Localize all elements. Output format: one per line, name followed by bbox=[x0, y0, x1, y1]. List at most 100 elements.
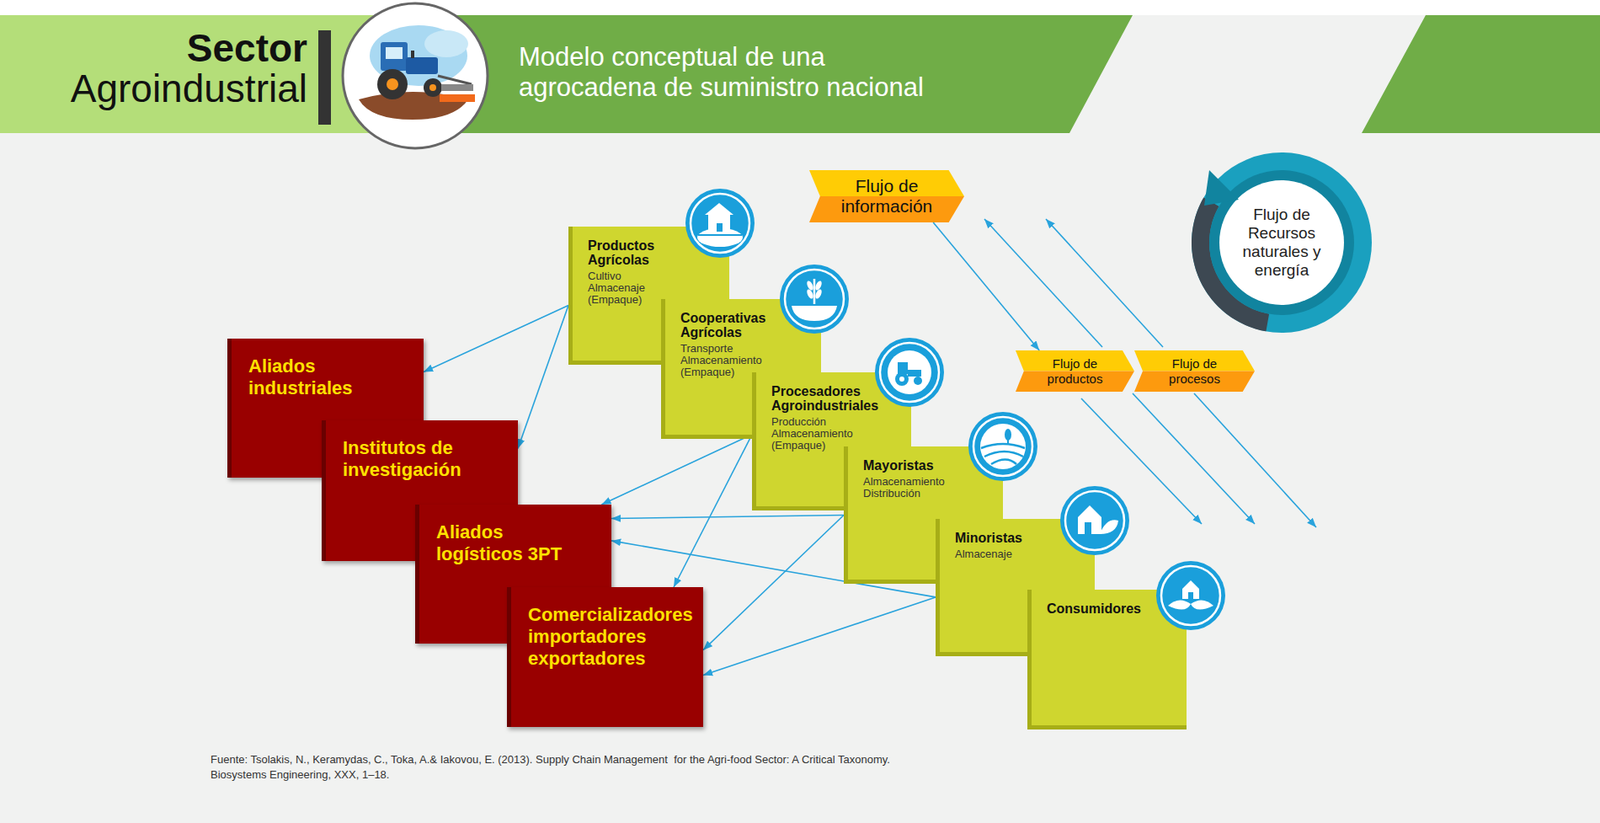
flow-direction-arrows-part bbox=[984, 218, 1103, 347]
cycle-label: Flujo de Recursos naturales y energía bbox=[1232, 205, 1332, 280]
flow-direction-arrows-part bbox=[1132, 393, 1255, 524]
stage-tasks: Transporte Almacenamiento (Empaque) bbox=[680, 342, 768, 379]
tractor-icon-part bbox=[897, 362, 908, 374]
ring-arrowhead bbox=[1204, 170, 1239, 206]
tractor-emblem-part bbox=[410, 50, 415, 59]
wheat-icon-part bbox=[814, 279, 824, 291]
tractor-icon-part bbox=[880, 342, 939, 402]
tractor-icon-part bbox=[913, 376, 923, 385]
chain-stage-box: Consumidores bbox=[1027, 589, 1187, 730]
stage-tasks: Almacenamiento Distribución bbox=[863, 475, 951, 500]
section-label: Agroindustrial bbox=[13, 69, 308, 108]
partner-label: Comercializadores importadores exportado… bbox=[528, 603, 710, 670]
header-band-part bbox=[1361, 15, 1600, 134]
flow-ribbon: Flujo de productos bbox=[1015, 350, 1135, 392]
tractor-emblem-part bbox=[377, 69, 408, 100]
partner-label: Aliados industriales bbox=[248, 355, 384, 400]
flow-arrow bbox=[517, 304, 569, 448]
flow-arrow bbox=[611, 515, 844, 519]
stage-heading: Mayoristas bbox=[863, 458, 934, 473]
section-label: Sector bbox=[13, 28, 308, 68]
farm-icon-part bbox=[690, 193, 750, 253]
farm-icon-part bbox=[716, 223, 723, 232]
flow-ribbon: Flujo de procesos bbox=[1134, 350, 1255, 392]
flow-arrow bbox=[423, 304, 569, 372]
partner-box: Comercializadores importadores exportado… bbox=[506, 586, 704, 727]
shop-icon-part bbox=[1060, 485, 1130, 555]
flow-label: Flujo de productos bbox=[1037, 356, 1114, 386]
stage-tasks: Producción Almacenamiento (Empaque) bbox=[771, 416, 859, 452]
stage-tasks: Almacenaje bbox=[954, 548, 1013, 560]
farm-icon-part bbox=[704, 202, 734, 215]
field-icon-part bbox=[980, 423, 1026, 470]
tractor-emblem-part bbox=[405, 57, 438, 75]
tractor-icon-part bbox=[899, 376, 905, 382]
tractor-emblem-part bbox=[386, 78, 399, 91]
header-band-part bbox=[0, 15, 472, 134]
tractor-icon-part bbox=[887, 350, 932, 395]
flow-direction-arrows-part bbox=[1081, 398, 1202, 524]
flow-arrow bbox=[601, 434, 752, 505]
tractor-emblem-part bbox=[380, 42, 408, 71]
wheat-icon-part bbox=[779, 264, 849, 334]
shop-icon-part bbox=[1065, 490, 1125, 550]
shop-icon-part bbox=[1084, 522, 1092, 534]
stage-heading: Productos Agrícolas bbox=[587, 238, 698, 267]
partner-label: Aliados logísticos 3PT bbox=[436, 521, 571, 566]
flow-arrow bbox=[703, 515, 844, 651]
stage-heading: Cooperativas Agrícolas bbox=[680, 310, 790, 340]
field-icon-part bbox=[1004, 428, 1012, 441]
partner-label: Institutos de investigación bbox=[342, 437, 478, 481]
ring-inner bbox=[1209, 170, 1355, 315]
tractor-emblem-part bbox=[439, 94, 475, 102]
flow-arrow bbox=[673, 434, 752, 587]
shop-icon-part bbox=[1099, 519, 1119, 534]
ring-outer bbox=[1191, 152, 1372, 333]
tractor-emblem-part bbox=[441, 84, 474, 91]
home-icon-part bbox=[1168, 599, 1191, 609]
wheat-icon bbox=[779, 264, 849, 334]
tractor-emblem-part bbox=[423, 78, 443, 97]
flow-direction-arrows-part bbox=[1194, 393, 1317, 528]
wheat-icon-part bbox=[791, 305, 838, 321]
home-icon-part bbox=[1161, 565, 1221, 625]
field-icon-part bbox=[1007, 439, 1009, 444]
stage-heading: Consumidores bbox=[1046, 601, 1142, 616]
tractor-icon-part bbox=[907, 369, 922, 377]
farm-icon-part bbox=[697, 228, 743, 247]
field-icon bbox=[968, 411, 1038, 481]
header-band-part bbox=[454, 15, 1133, 134]
stage-tasks: Cultivo Almacenaje (Empaque) bbox=[587, 270, 676, 306]
tractor-emblem-part bbox=[385, 47, 403, 59]
tractor-emblem-part bbox=[437, 75, 472, 85]
wheat-icon-part bbox=[813, 278, 816, 304]
flow-label: Flujo de información bbox=[832, 176, 942, 217]
header-band bbox=[0, 0, 1600, 134]
wheat-icon-part bbox=[805, 288, 816, 299]
shop-icon-part bbox=[1077, 505, 1102, 534]
stage-heading: Procesadores Agroindustriales bbox=[771, 384, 881, 413]
farm-icon-part bbox=[708, 214, 731, 232]
flow-label: Flujo de procesos bbox=[1157, 356, 1233, 386]
field-icon-part bbox=[984, 451, 1024, 457]
resource-cycle: Flujo de Recursos naturales y energía bbox=[1191, 152, 1372, 333]
tractor-icon-part bbox=[895, 372, 909, 386]
flow-ribbon: Flujo de información bbox=[809, 170, 965, 223]
tractor-emblem-part bbox=[429, 84, 437, 91]
header-band-part bbox=[318, 30, 331, 125]
tractor-emblem bbox=[342, 3, 488, 149]
flow-arrow bbox=[933, 222, 1040, 351]
flow-direction-arrows-part bbox=[1045, 218, 1163, 347]
shop-icon bbox=[1060, 485, 1130, 555]
field-icon-part bbox=[981, 443, 1025, 448]
wheat-icon-part bbox=[805, 279, 816, 291]
flow-arrow bbox=[703, 597, 936, 676]
tractor-emblem-part bbox=[424, 30, 469, 58]
source-caption: Fuente: Tsolakis, N., Keramydas, C., Tok… bbox=[210, 752, 918, 783]
field-icon-part bbox=[968, 411, 1038, 481]
header-band-part bbox=[0, 0, 1600, 16]
tractor-icon-part bbox=[874, 337, 944, 407]
field-icon-part bbox=[973, 416, 1033, 476]
home-icon-part bbox=[1156, 560, 1226, 630]
farm-icon-part bbox=[698, 234, 742, 236]
